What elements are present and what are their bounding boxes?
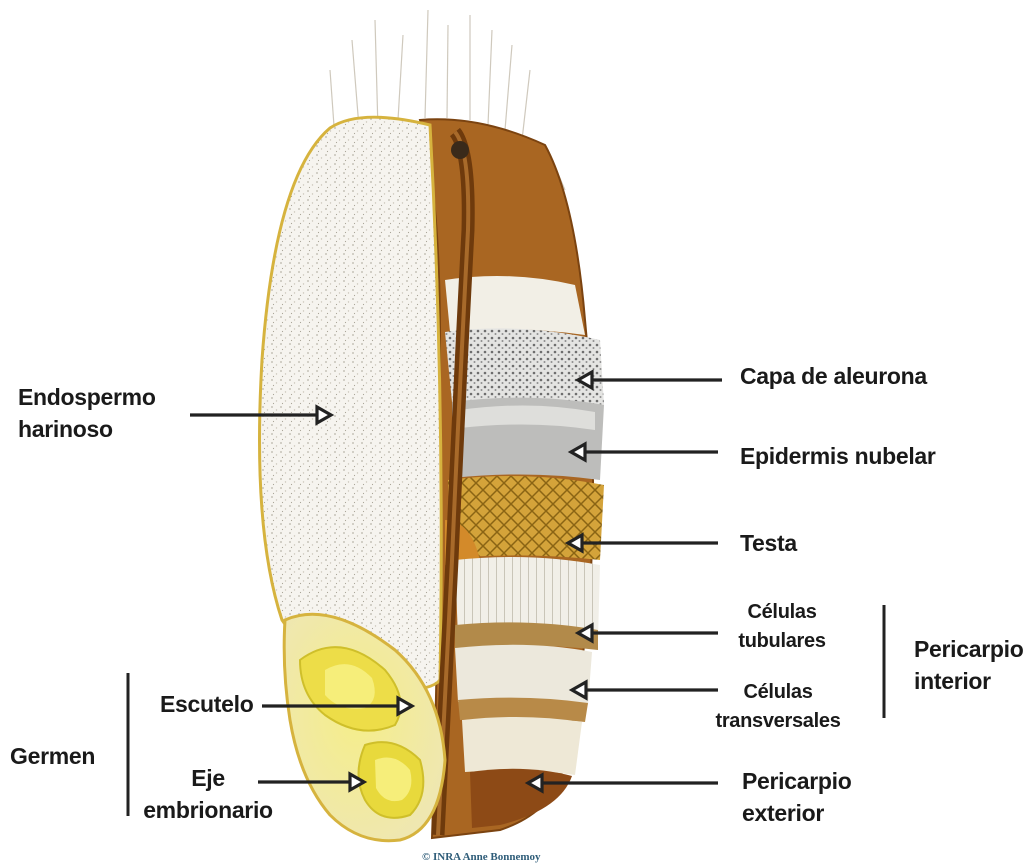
label-endospermo-harinoso: Endospermo harinoso	[18, 381, 156, 445]
label-celulas-transversales-line1: Células	[708, 678, 848, 707]
label-epidermis-nubelar: Epidermis nubelar	[740, 440, 936, 472]
label-eje-embrionario: Eje embrionario	[138, 762, 278, 826]
label-testa: Testa	[740, 527, 797, 559]
label-pericarpio-exterior-line1: Pericarpio	[742, 765, 852, 797]
label-celulas-tubulares: Células tubulares	[732, 598, 832, 656]
endosperm	[260, 117, 442, 690]
layer-aleurone	[445, 328, 604, 405]
label-celulas-transversales: Células transversales	[708, 678, 848, 736]
label-pericarpio-exterior: Pericarpio exterior	[742, 765, 852, 829]
label-escutelo: Escutelo	[160, 688, 253, 720]
label-celulas-tubulares-line1: Células	[732, 598, 832, 627]
watermark: © INRA Anne Bonnemoy	[422, 851, 541, 863]
layer-transversal	[455, 645, 592, 705]
label-celulas-tubulares-line2: tubulares	[732, 627, 832, 656]
label-pericarpio-interior-line1: Pericarpio	[914, 633, 1024, 665]
label-celulas-transversales-line2: transversales	[708, 707, 848, 736]
label-endospermo-line1: Endospermo	[18, 381, 156, 413]
label-pericarpio-interior: Pericarpio interior	[914, 633, 1024, 697]
label-pericarpio-exterior-line2: exterior	[742, 797, 852, 829]
label-germen: Germen	[10, 740, 95, 772]
label-eje-line2: embrionario	[138, 794, 278, 826]
layer-pericarp-outer	[462, 717, 582, 775]
label-endospermo-line2: harinoso	[18, 413, 156, 445]
label-capa-aleurona: Capa de aleurona	[740, 360, 927, 392]
label-eje-line1: Eje	[138, 762, 278, 794]
label-pericarpio-interior-line2: interior	[914, 665, 1024, 697]
